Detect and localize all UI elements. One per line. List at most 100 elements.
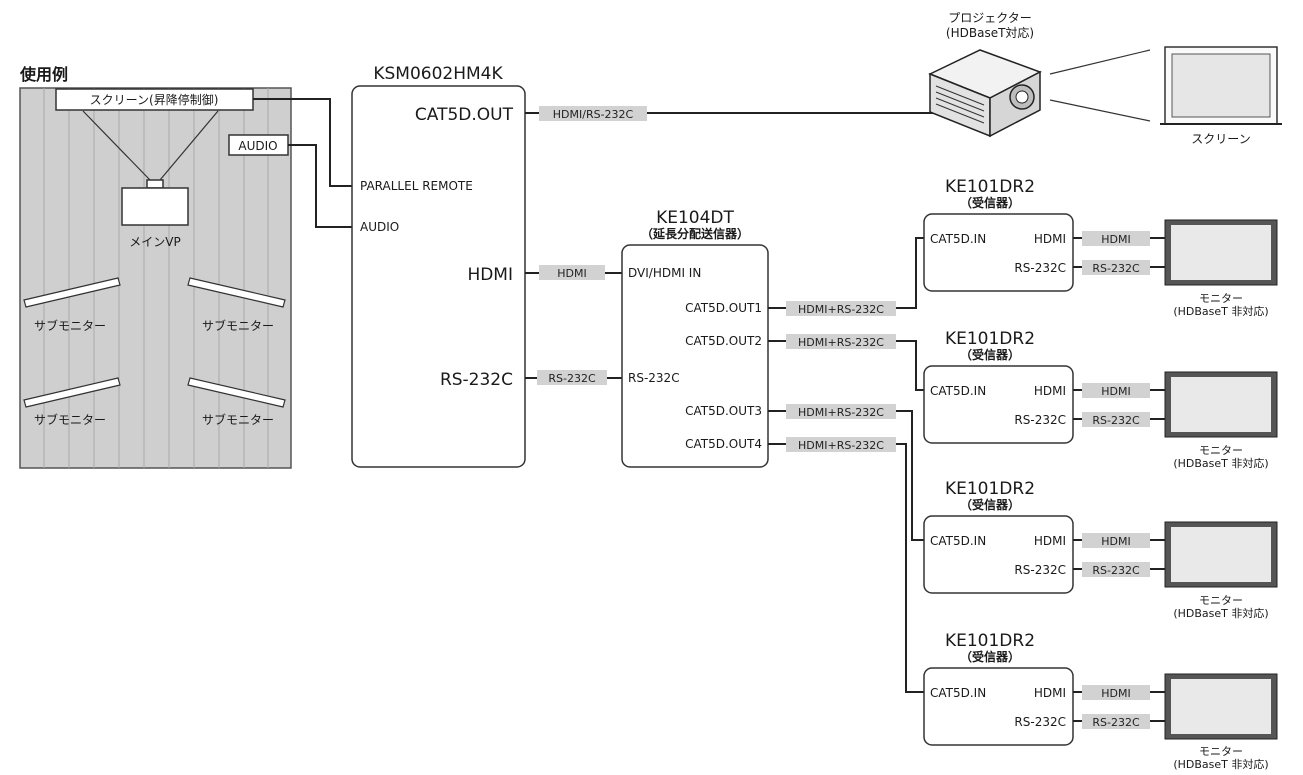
tag-rs232c-receiver-label: RS-232C: [1092, 716, 1140, 729]
receiver-port-hdmi: HDMI: [1034, 232, 1066, 246]
projector-sublabel: (HDBaseT対応): [946, 26, 1034, 40]
splitter-port-dvi-hdmi-in: DVI/HDMI IN: [628, 266, 701, 280]
monitor-icon: [1164, 673, 1278, 740]
tag-out1: [786, 301, 896, 316]
receiver-subtitle: （受信器）: [960, 649, 1020, 664]
tag-out2-label: HDMI+RS-232C: [798, 336, 884, 349]
receiver-subtitle: （受信器）: [960, 497, 1020, 512]
projection-line-left: [82, 110, 151, 181]
splitter-port-out2: CAT5D.OUT2: [685, 334, 762, 348]
sub-monitor-bottom-left: [23, 377, 121, 408]
projector-screen-label: スクリーン: [1191, 132, 1250, 146]
tag-hdmi-receiver-label: HDMI: [1101, 535, 1130, 548]
projector-screen: [1160, 46, 1282, 125]
tag-rs232c-receiver: [1082, 562, 1150, 577]
main-vp-lens: [146, 179, 164, 189]
projection-beam-top: [1049, 49, 1151, 75]
receiver-2: KE101DR2 （受信器） CAT5D.IN HDMI RS-232C HDM…: [923, 329, 1278, 470]
receiver-port-rs232c: RS-232C: [1014, 413, 1066, 427]
tag-out1-label: HDMI+RS-232C: [798, 303, 884, 316]
monitor-sublabel: (HDBaseT 非対応): [1173, 757, 1268, 771]
sub-monitor-top-right: [187, 277, 286, 308]
monitor-icon: [1164, 219, 1278, 286]
sub-monitor-label-1: サブモニター: [34, 318, 106, 333]
cable-audio-to-audio: [288, 144, 352, 228]
cable-out4-to-receiver-4: [768, 443, 924, 693]
tag-out4: [786, 437, 896, 452]
monitor-sublabel: (HDBaseT 非対応): [1173, 456, 1268, 470]
main-vp-label: メインVP: [129, 235, 180, 249]
switcher-port-rs232c: RS-232C: [440, 370, 513, 390]
sub-monitor-label-4: サブモニター: [202, 412, 274, 427]
monitor-label: モニター: [1199, 594, 1243, 607]
tag-rs232c-receiver-label: RS-232C: [1092, 262, 1140, 275]
receiver-port-in: CAT5D.IN: [930, 534, 986, 548]
sub-monitor-bottom-right: [187, 377, 286, 408]
projection-beam-bottom: [1049, 99, 1151, 122]
monitor-sublabel: (HDBaseT 非対応): [1173, 304, 1268, 318]
receiver-model: KE101DR2: [945, 329, 1035, 349]
tag-hdmi-receiver: [1082, 383, 1150, 398]
receiver-1: KE101DR2 （受信器） CAT5D.IN HDMI RS-232C HDM…: [923, 177, 1278, 318]
sub-monitor-label-2: サブモニター: [202, 318, 274, 333]
tag-out2: [786, 334, 896, 349]
monitor-icon: [1164, 521, 1278, 588]
receiver-4: KE101DR2 （受信器） CAT5D.IN HDMI RS-232C HDM…: [923, 631, 1278, 771]
receiver-box: [923, 213, 1074, 292]
receiver-box: [923, 365, 1074, 444]
cable-out1-to-receiver-1: [768, 237, 924, 309]
tag-hdmi-receiver: [1082, 533, 1150, 548]
receiver-port-hdmi: HDMI: [1034, 534, 1066, 548]
receiver-model: KE101DR2: [945, 631, 1035, 651]
tag-hdmi-receiver-label: HDMI: [1101, 233, 1130, 246]
monitor-label: モニター: [1199, 292, 1243, 305]
receiver-port-rs232c: RS-232C: [1014, 261, 1066, 275]
cable-screen-to-parallel-remote: [253, 98, 352, 187]
tag-hdmi-receiver-label: HDMI: [1101, 687, 1130, 700]
splitter-subtitle: （延長分配送信器）: [641, 226, 749, 241]
sub-monitor-label-3: サブモニター: [34, 412, 106, 427]
tag-hdmi-rs232c-label: HDMI/RS-232C: [553, 108, 634, 121]
tag-hdmi-switcher: [539, 265, 605, 280]
tag-out4-label: HDMI+RS-232C: [798, 439, 884, 452]
tag-hdmi-rs232c: [539, 106, 647, 121]
tag-rs232c-receiver: [1082, 260, 1150, 275]
splitter-port-rs232c: RS-232C: [628, 371, 680, 385]
switcher-port-cat5d-out: CAT5D.OUT: [415, 105, 514, 125]
tag-rs232c-switcher: [537, 370, 607, 385]
tag-rs232c-switcher-label: RS-232C: [548, 372, 596, 385]
projection-line-right: [159, 110, 219, 181]
main-vp-box: [121, 187, 189, 226]
tag-rs232c-receiver-label: RS-232C: [1092, 564, 1140, 577]
receiver-port-in: CAT5D.IN: [930, 232, 986, 246]
monitor-sublabel: (HDBaseT 非対応): [1173, 606, 1268, 620]
tag-rs232c-receiver: [1082, 714, 1150, 729]
receiver-subtitle: （受信器）: [960, 195, 1020, 210]
splitter-port-out4: CAT5D.OUT4: [685, 437, 762, 451]
monitor-label: モニター: [1199, 745, 1243, 758]
splitter-box: [621, 244, 769, 468]
tag-hdmi-receiver-label: HDMI: [1101, 385, 1130, 398]
switcher-port-audio: AUDIO: [360, 220, 399, 234]
room-title: 使用例: [19, 65, 68, 84]
receiver-port-rs232c: RS-232C: [1014, 715, 1066, 729]
receiver-subtitle: （受信器）: [960, 347, 1020, 362]
switcher-model: KSM0602HM4K: [373, 64, 503, 84]
splitter-port-out3: CAT5D.OUT3: [685, 404, 762, 418]
tag-out3-label: HDMI+RS-232C: [798, 406, 884, 419]
receiver-port-in: CAT5D.IN: [930, 384, 986, 398]
room-screen-label: スクリーン(昇降停制御): [90, 92, 219, 107]
receiver-port-in: CAT5D.IN: [930, 686, 986, 700]
tag-rs232c-receiver: [1082, 412, 1150, 427]
splitter-port-out1: CAT5D.OUT1: [685, 301, 762, 315]
receiver-port-hdmi: HDMI: [1034, 686, 1066, 700]
tag-rs232c-receiver-label: RS-232C: [1092, 414, 1140, 427]
switcher-box: [351, 85, 526, 468]
receiver-model: KE101DR2: [945, 177, 1035, 197]
tag-out3: [786, 404, 896, 419]
receiver-box: [923, 667, 1074, 746]
receiver-box: [923, 515, 1074, 594]
receiver-model: KE101DR2: [945, 479, 1035, 499]
monitor-label: モニター: [1199, 444, 1243, 457]
